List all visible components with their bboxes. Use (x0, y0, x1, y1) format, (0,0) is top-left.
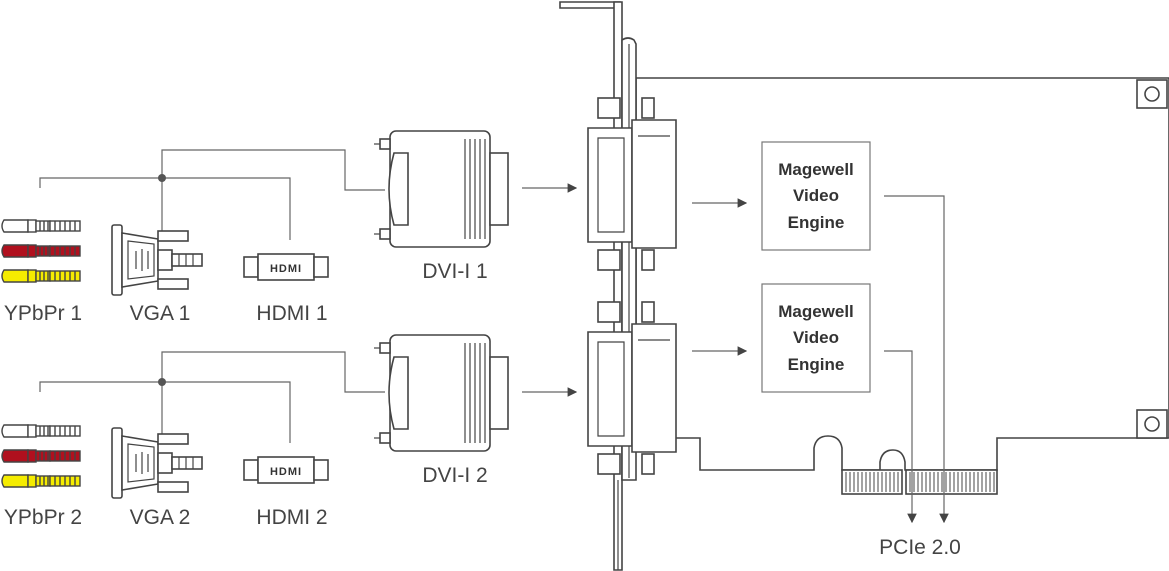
ypbpr-connector-icon (1, 424, 81, 488)
video-engine-1: Magewell Video Engine (761, 141, 871, 251)
engine-2-line-2: Video (793, 328, 839, 347)
hdmi-connector-icon: HDMI (243, 253, 329, 281)
dvi-connector-icon (373, 130, 509, 248)
hdmi-logo-text: HDMI (270, 263, 302, 275)
arrow-engine-1-to-pcie (884, 195, 949, 524)
ypbpr-2-label: YPbPr 2 (4, 506, 82, 529)
dvi-2-label: DVI-I 2 (422, 464, 487, 487)
junction-dot (158, 378, 166, 386)
pcie-label: PCIe 2.0 (879, 536, 961, 559)
dvi-connector-icon (373, 334, 509, 452)
vga-1-label: VGA 1 (130, 302, 191, 325)
pci-bracket (559, 1, 637, 571)
vga-2-label: VGA 2 (130, 506, 191, 529)
hdmi-connector-icon: HDMI (243, 456, 329, 484)
vga-connector-icon (111, 427, 203, 499)
engine-2-line-1: Magewell (778, 302, 854, 321)
engine-1-line-3: Engine (788, 213, 845, 232)
capture-card: Magewell Video Engine Magewell Video Eng… (559, 1, 1169, 571)
hdmi-logo-text: HDMI (270, 466, 302, 478)
ypbpr-connector-icon (1, 219, 81, 283)
pcb-board (635, 77, 1169, 471)
input-group-2: HDMI YPbPr 2 VGA 2 HDMI 2 DVI-I 2 (1, 334, 578, 529)
vga-connector-icon (111, 224, 203, 296)
dvi-1-label: DVI-I 1 (422, 260, 487, 283)
junction-dot (158, 174, 166, 182)
input-group-1: HDMI YPbPr 1 VGA 1 HDMI 1 DVI-I 1 (1, 130, 578, 325)
dvi-port-2 (587, 301, 677, 475)
video-engine-2: Magewell Video Engine (761, 283, 871, 393)
arrow-engine-2-to-pcie (884, 350, 917, 524)
ypbpr-1-label: YPbPr 1 (4, 302, 82, 325)
hdmi-2-label: HDMI 2 (256, 506, 327, 529)
engine-1-line-1: Magewell (778, 160, 854, 179)
dvi-port-1 (587, 97, 677, 271)
engine-1-line-2: Video (793, 186, 839, 205)
pcie-gold-fingers (841, 469, 998, 495)
engine-2-line-3: Engine (788, 355, 845, 374)
hdmi-1-label: HDMI 1 (256, 302, 327, 325)
